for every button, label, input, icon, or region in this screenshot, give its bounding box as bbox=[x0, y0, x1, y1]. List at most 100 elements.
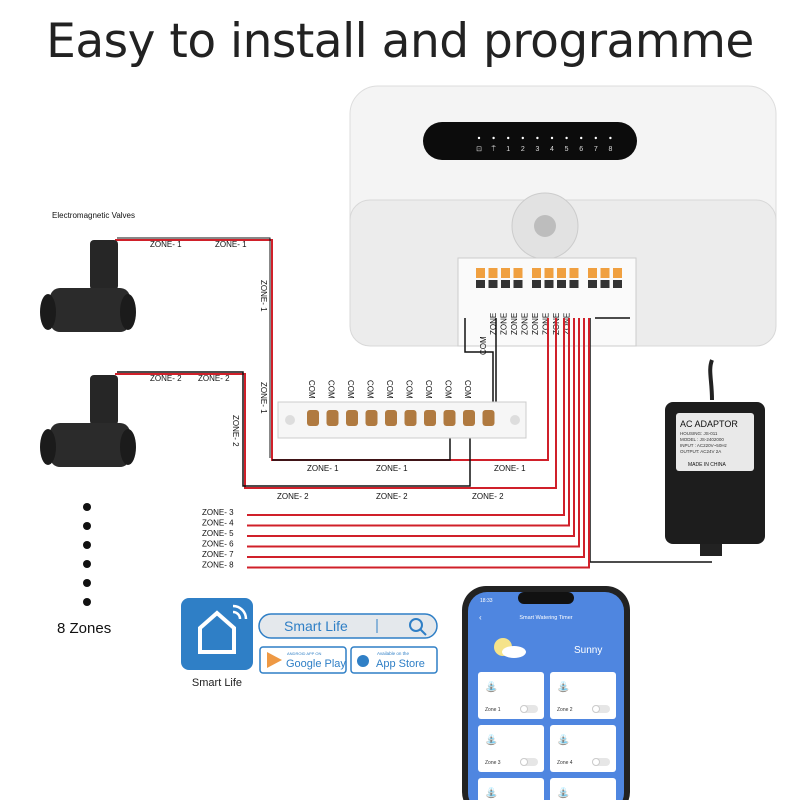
terminal-screw bbox=[613, 280, 622, 288]
led-indicator bbox=[594, 136, 597, 140]
controller-zone-label: ZONE bbox=[531, 313, 540, 335]
zone-card[interactable]: ⛲ Zone 3 bbox=[478, 725, 544, 772]
strip-terminal bbox=[326, 410, 339, 426]
zone-card[interactable]: ⛲ bbox=[478, 778, 544, 800]
wire-label: ZONE- 1 bbox=[307, 464, 339, 473]
terminal-clamp bbox=[476, 268, 485, 278]
faucet-icon: ⛲ bbox=[485, 786, 497, 799]
terminal-screw bbox=[588, 280, 597, 288]
zone-card[interactable]: ⛲Zone 2 bbox=[550, 672, 616, 719]
app-icon-label: Smart Life bbox=[192, 677, 242, 689]
terminal-screw bbox=[476, 280, 485, 288]
adaptor-title: AC ADAPTOR bbox=[680, 419, 738, 429]
dot bbox=[83, 579, 91, 587]
led-indicator bbox=[521, 136, 524, 140]
zone-wire bbox=[247, 318, 570, 527]
google-play-badge[interactable]: ANDROID APP ON Google Play bbox=[259, 646, 347, 674]
terminal-clamp bbox=[569, 268, 579, 278]
zone-wire bbox=[247, 318, 575, 537]
led-label: 8 bbox=[608, 146, 612, 153]
wifi-icon bbox=[232, 604, 248, 620]
zone-card[interactable]: ⛲ bbox=[550, 778, 616, 800]
led-label: ⊡ bbox=[476, 146, 482, 153]
page-title: Easy to install and programme bbox=[46, 14, 754, 69]
back-icon[interactable]: ‹ bbox=[479, 613, 482, 622]
controller-zone-label: ZONE bbox=[500, 313, 509, 335]
solenoid-valve bbox=[40, 375, 136, 467]
smart-life-app-icon[interactable] bbox=[181, 598, 253, 670]
dot bbox=[83, 541, 91, 549]
wire-label: ZONE- 2 bbox=[472, 492, 504, 501]
wire-label: ZONE- 2 bbox=[231, 415, 240, 447]
strip-com-label: COM bbox=[366, 380, 375, 399]
wire-label: ZONE- 3 bbox=[202, 508, 234, 517]
zone-wire bbox=[247, 318, 585, 558]
led-label: ⍑ bbox=[491, 145, 496, 153]
svg-text:Available on the: Available on the bbox=[377, 651, 409, 656]
toggle-knob bbox=[520, 705, 528, 713]
terminal-screw bbox=[600, 280, 610, 288]
strip-terminal bbox=[404, 410, 417, 426]
led-indicator bbox=[565, 136, 568, 140]
mount-hole bbox=[510, 415, 520, 425]
wire-label: ZONE- 1 bbox=[376, 464, 408, 473]
app-store-badge[interactable]: Available on the App Store bbox=[350, 646, 438, 674]
led-label: 3 bbox=[535, 146, 539, 153]
zone-card[interactable]: ⛲Zone 4 bbox=[550, 725, 616, 772]
svg-text:Google Play: Google Play bbox=[286, 658, 346, 670]
faucet-icon: ⛲ bbox=[485, 733, 497, 746]
home-icon bbox=[198, 610, 236, 654]
status-time: 18:33 bbox=[480, 598, 493, 604]
svg-text:MODEL : JS-2402000: MODEL : JS-2402000 bbox=[680, 437, 724, 442]
wire-label: ZONE- 8 bbox=[202, 561, 234, 570]
toggle-knob bbox=[592, 705, 600, 713]
svg-text:HOUSING: JS-011: HOUSING: JS-011 bbox=[680, 431, 718, 436]
terminal-screw bbox=[569, 280, 579, 288]
zone-wire bbox=[247, 318, 590, 569]
zone-label: Zone 3 bbox=[485, 760, 501, 766]
search-text: Smart Life bbox=[284, 618, 348, 634]
dot bbox=[83, 503, 91, 511]
zone2-wire bbox=[115, 318, 557, 489]
strip-com-label: COM bbox=[463, 380, 472, 399]
app-search-bar[interactable]: Smart Life bbox=[258, 613, 438, 639]
led-indicator bbox=[550, 136, 554, 140]
controller-zone-label: ZONE bbox=[521, 313, 530, 335]
svg-text:INPUT : AC220V~50Hz: INPUT : AC220V~50Hz bbox=[680, 443, 728, 448]
search-icon bbox=[409, 618, 423, 632]
terminal-clamp bbox=[532, 268, 541, 278]
zone-wire bbox=[247, 318, 580, 548]
terminal-clamp bbox=[513, 268, 523, 278]
zone-label: Zone 2 bbox=[557, 707, 573, 713]
strip-com-label: COM bbox=[346, 380, 355, 399]
led-panel bbox=[423, 122, 637, 160]
strip-terminal bbox=[482, 410, 495, 426]
solenoid-valve bbox=[40, 240, 136, 332]
svg-text:OUTPUT: AC24V 2A: OUTPUT: AC24V 2A bbox=[680, 449, 721, 454]
led-indicator bbox=[477, 136, 481, 140]
led-indicator bbox=[492, 136, 495, 140]
terminal-screw bbox=[557, 280, 566, 288]
wire-label: ZONE- 1 bbox=[259, 382, 268, 414]
led-label: 7 bbox=[594, 146, 598, 153]
strip-terminal bbox=[463, 410, 475, 426]
controller-zone-label: ZONE bbox=[510, 313, 519, 335]
terminal-clamp bbox=[557, 268, 566, 278]
more-zones-dots bbox=[83, 503, 91, 606]
zone-card[interactable]: ⛲Zone 1 bbox=[478, 672, 544, 719]
terminal-screw bbox=[501, 280, 510, 288]
led-label: 1 bbox=[506, 146, 510, 153]
apple-icon bbox=[357, 655, 369, 667]
led-label: 5 bbox=[565, 146, 569, 153]
strip-terminal bbox=[307, 410, 319, 426]
controller-com-label: COM bbox=[479, 336, 488, 355]
phone: 18:33 ‹ Smart Watering Timer Sunny ⛲Zone… bbox=[462, 586, 630, 800]
wire-label: ZONE- 4 bbox=[202, 519, 234, 528]
wire-label: ZONE- 6 bbox=[202, 540, 234, 549]
strip-com-label: COM bbox=[444, 380, 453, 399]
center-button bbox=[534, 215, 556, 237]
strip-terminal bbox=[365, 410, 378, 426]
